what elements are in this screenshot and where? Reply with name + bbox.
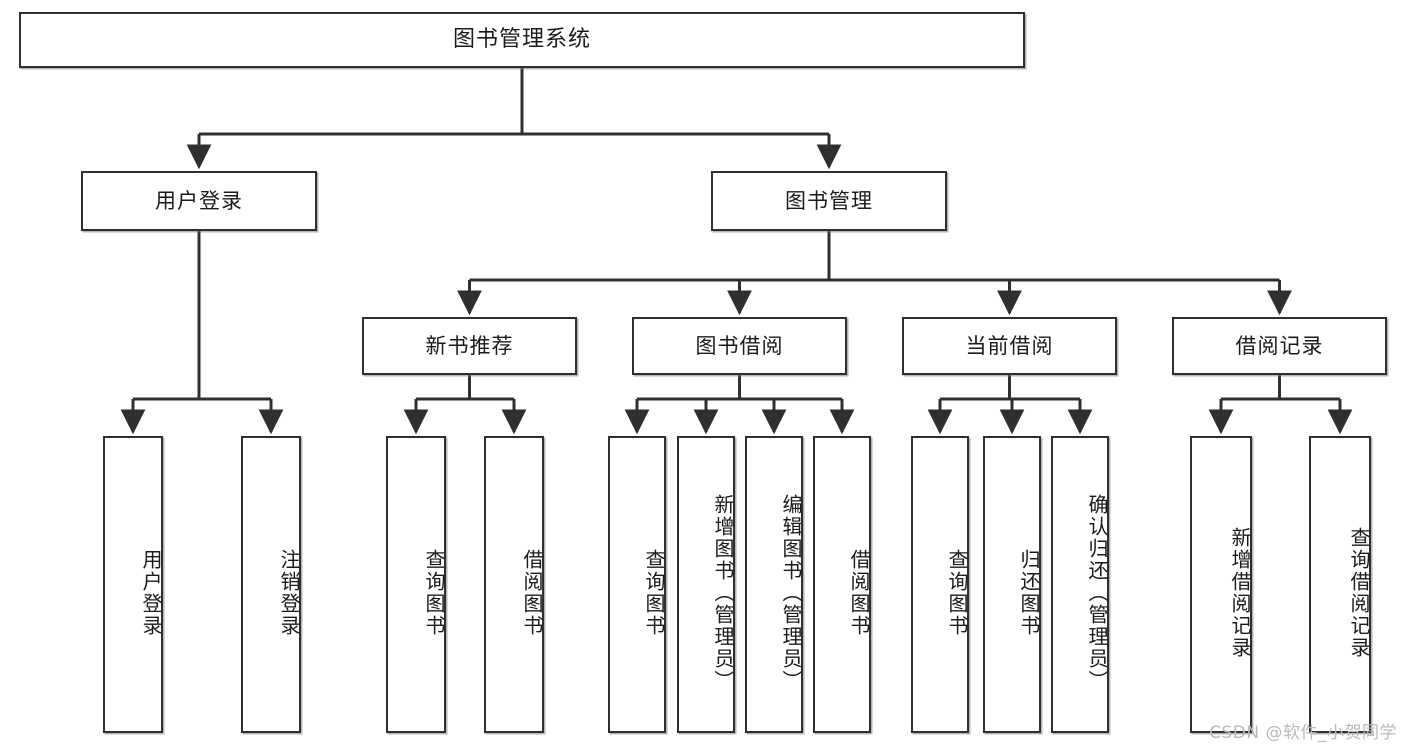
node-label: 借阅图书 [520, 548, 544, 637]
node-l13[interactable]: 查询借阅记录 [1309, 436, 1371, 733]
node-borrow[interactable]: 图书借阅 [632, 317, 847, 375]
node-l9[interactable]: 查询图书 [911, 436, 969, 733]
node-label: 借阅图书 [847, 548, 871, 637]
node-label: 查询借阅记录 [1347, 526, 1371, 659]
node-l2[interactable]: 注销登录 [241, 436, 301, 733]
node-label: 用户登录 [139, 548, 163, 637]
node-label: 确认归还（管理员） [1085, 493, 1109, 692]
node-label: 新书推荐 [425, 333, 514, 358]
node-label: 查询图书 [945, 548, 969, 637]
node-bookmgmt[interactable]: 图书管理 [711, 171, 947, 231]
node-label: 编辑图书（管理员） [779, 493, 803, 692]
csdn-watermark: CSDN @软件_小贺同学 [1209, 723, 1397, 743]
node-label: 归还图书 [1017, 548, 1041, 637]
node-label: 新增图书（管理员） [711, 493, 735, 692]
node-l12[interactable]: 新增借阅记录 [1190, 436, 1252, 733]
node-label: 借阅记录 [1235, 333, 1324, 358]
node-l7[interactable]: 编辑图书（管理员） [745, 436, 803, 733]
node-label: 注销登录 [277, 548, 301, 637]
node-label: 图书管理 [785, 188, 873, 213]
node-l6[interactable]: 新增图书（管理员） [677, 436, 735, 733]
node-label: 用户登录 [155, 188, 243, 213]
node-root[interactable]: 图书管理系统 [19, 12, 1025, 68]
node-l10[interactable]: 归还图书 [983, 436, 1041, 733]
node-l8[interactable]: 借阅图书 [813, 436, 871, 733]
node-l11[interactable]: 确认归还（管理员） [1051, 436, 1109, 733]
node-login[interactable]: 用户登录 [81, 171, 317, 231]
node-label: 当前借阅 [965, 333, 1054, 358]
node-l3[interactable]: 查询图书 [386, 436, 446, 733]
node-label: 新增借阅记录 [1228, 526, 1252, 659]
node-record[interactable]: 借阅记录 [1172, 317, 1387, 375]
node-newbook[interactable]: 新书推荐 [362, 317, 577, 375]
node-current[interactable]: 当前借阅 [902, 317, 1117, 375]
node-label: 图书管理系统 [452, 27, 591, 53]
node-l5[interactable]: 查询图书 [608, 436, 666, 733]
node-label: 图书借阅 [695, 333, 784, 358]
node-l4[interactable]: 借阅图书 [484, 436, 544, 733]
node-label: 查询图书 [642, 548, 666, 637]
node-l1[interactable]: 用户登录 [103, 436, 163, 733]
node-label: 查询图书 [422, 548, 446, 637]
